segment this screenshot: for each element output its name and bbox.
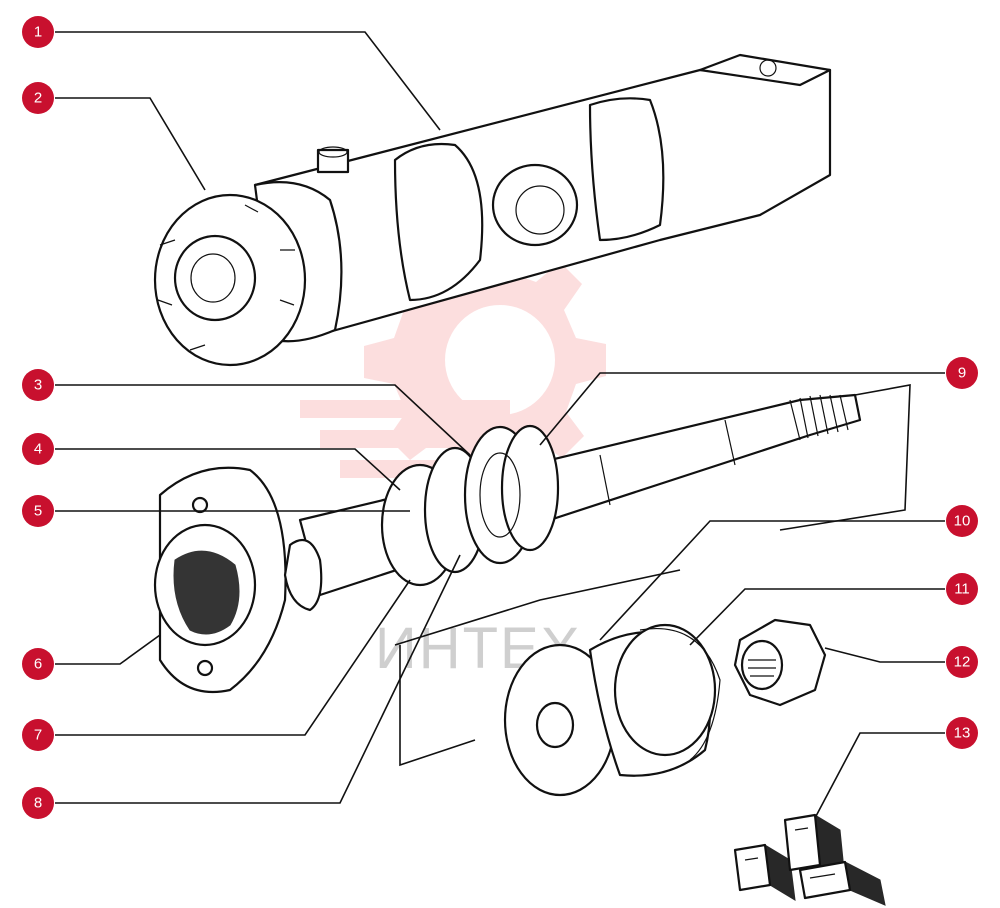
callout-9-label: 9 bbox=[958, 365, 966, 382]
callout-4-circle bbox=[22, 433, 54, 465]
callout-12-circle bbox=[946, 646, 978, 678]
callout-10-label: 10 bbox=[954, 513, 971, 530]
callout-11-circle bbox=[946, 573, 978, 605]
leader-lines bbox=[55, 31, 945, 819]
callout-7-circle bbox=[22, 719, 54, 751]
callout-1-label: 1 bbox=[34, 24, 42, 41]
callout-6-label: 6 bbox=[34, 656, 42, 673]
callout-12-label: 12 bbox=[954, 654, 971, 671]
callout-6: 6 bbox=[22, 648, 54, 680]
callout-11: 11 bbox=[946, 573, 978, 605]
callout-10: 10 bbox=[946, 505, 978, 537]
callout-13-circle bbox=[946, 717, 978, 749]
callout-13: 13 bbox=[946, 717, 978, 749]
callout-9-circle bbox=[946, 357, 978, 389]
callout-4-label: 4 bbox=[34, 441, 42, 458]
callout-8-label: 8 bbox=[34, 795, 42, 812]
callout-6-circle bbox=[22, 648, 54, 680]
bushing-and-nut bbox=[503, 618, 827, 797]
callout-2-label: 2 bbox=[34, 90, 42, 107]
callout-12: 12 bbox=[946, 646, 978, 678]
callout-7: 7 bbox=[22, 719, 54, 751]
callout-2: 2 bbox=[22, 82, 54, 114]
callout-3-label: 3 bbox=[34, 377, 42, 394]
cylinder-housing bbox=[153, 53, 832, 367]
callout-4: 4 bbox=[22, 433, 54, 465]
callout-1: 1 bbox=[22, 16, 54, 48]
shaft-assembly bbox=[153, 393, 862, 694]
callout-8-circle bbox=[22, 787, 54, 819]
callout-13-label: 13 bbox=[954, 725, 971, 742]
callout-3: 3 bbox=[22, 369, 54, 401]
callout-2-circle bbox=[22, 82, 54, 114]
callout-10-circle bbox=[946, 505, 978, 537]
callout-11-label: 11 bbox=[954, 581, 970, 598]
callout-1-circle bbox=[22, 16, 54, 48]
callout-5-circle bbox=[22, 495, 54, 527]
callout-7-label: 7 bbox=[34, 727, 42, 744]
callout-9: 9 bbox=[946, 357, 978, 389]
callout-3-circle bbox=[22, 369, 54, 401]
callout-5: 5 bbox=[22, 495, 54, 527]
repair-kit-boxes bbox=[733, 813, 886, 906]
callout-5-label: 5 bbox=[34, 503, 42, 520]
callout-8: 8 bbox=[22, 787, 54, 819]
